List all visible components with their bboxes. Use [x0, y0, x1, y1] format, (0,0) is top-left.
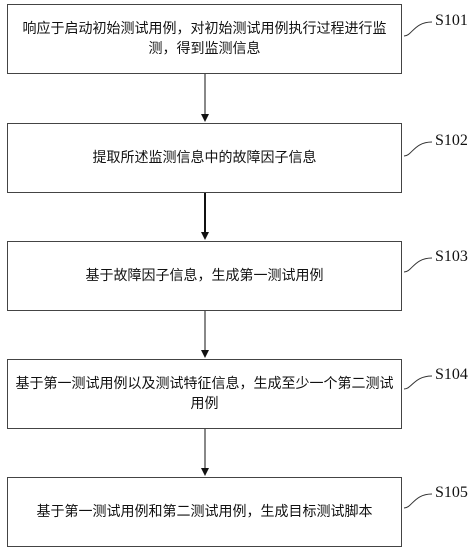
step-box-s102: 提取所述监测信息中的故障因子信息: [7, 123, 402, 193]
leader-s101: [403, 21, 433, 37]
step-label-s105: S105: [435, 484, 468, 501]
step-text-s101: 响应于启动初始测试用例，对初始测试用例执行过程进行监测，得到监测信息: [22, 21, 387, 57]
step-box-s103: 基于故障因子信息，生成第一测试用例: [7, 241, 402, 311]
step-box-s101: 响应于启动初始测试用例，对初始测试用例执行过程进行监测，得到监测信息: [7, 4, 402, 74]
step-label-s104: S104: [435, 366, 468, 383]
step-label-s101: S101: [435, 12, 468, 29]
step-text-s103: 基于故障因子信息，生成第一测试用例: [85, 268, 324, 284]
step-box-s104: 基于第一测试用例以及测试特征信息，生成至少一个第二测试用例: [7, 359, 402, 429]
step-label-s103: S103: [435, 248, 468, 265]
step-text-s102: 提取所述监测信息中的故障因子信息: [92, 150, 317, 166]
step-label-s102: S102: [435, 132, 468, 149]
leader-s104: [403, 375, 433, 390]
step-box-s105: 基于第一测试用例和第二测试用例，生成目标测试脚本: [7, 477, 402, 547]
leader-s105: [403, 493, 433, 509]
leader-s102: [403, 141, 433, 157]
leader-s103: [403, 257, 433, 273]
step-text-s105: 基于第一测试用例和第二测试用例，生成目标测试脚本: [36, 504, 373, 520]
step-text-s104: 基于第一测试用例以及测试特征信息，生成至少一个第二测试用例: [15, 376, 394, 412]
